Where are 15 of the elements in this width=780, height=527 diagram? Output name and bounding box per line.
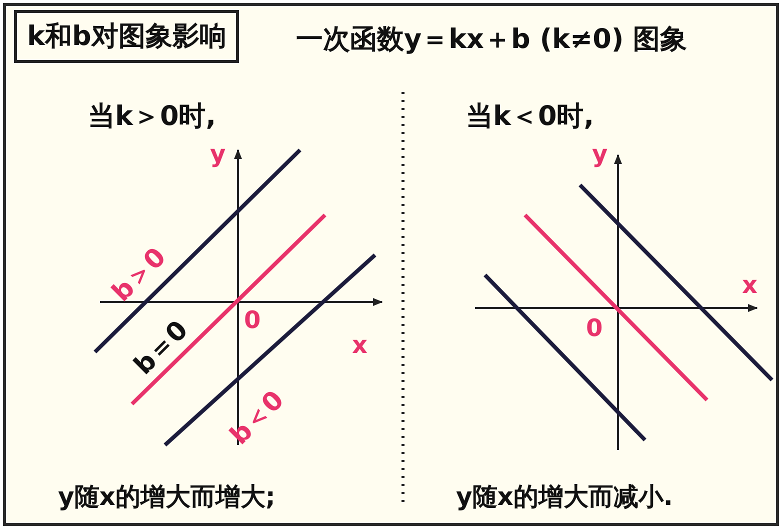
conclusion-text: y随x的增大而增大; — [58, 484, 276, 509]
condition-text: 当k＞0时, — [88, 103, 216, 130]
title-box: k和b对图象影响 — [14, 10, 240, 63]
origin-label: 0 — [244, 308, 261, 332]
axis-label: x — [742, 273, 758, 297]
axis-label: y — [210, 142, 226, 166]
conclusion-text: y随x的增大而减小. — [456, 484, 673, 509]
axis-label: x — [352, 333, 368, 357]
origin-label: 0 — [586, 316, 603, 340]
condition-text: 当k＜0时, — [466, 103, 594, 130]
line-label: b＞0 — [108, 244, 171, 306]
axis-label: y — [592, 142, 608, 166]
title: 一次函数y＝kx＋b (k≠0) 图象 — [296, 26, 688, 53]
line-label: b＝0 — [130, 316, 193, 380]
line-label: b＜0 — [226, 386, 289, 450]
